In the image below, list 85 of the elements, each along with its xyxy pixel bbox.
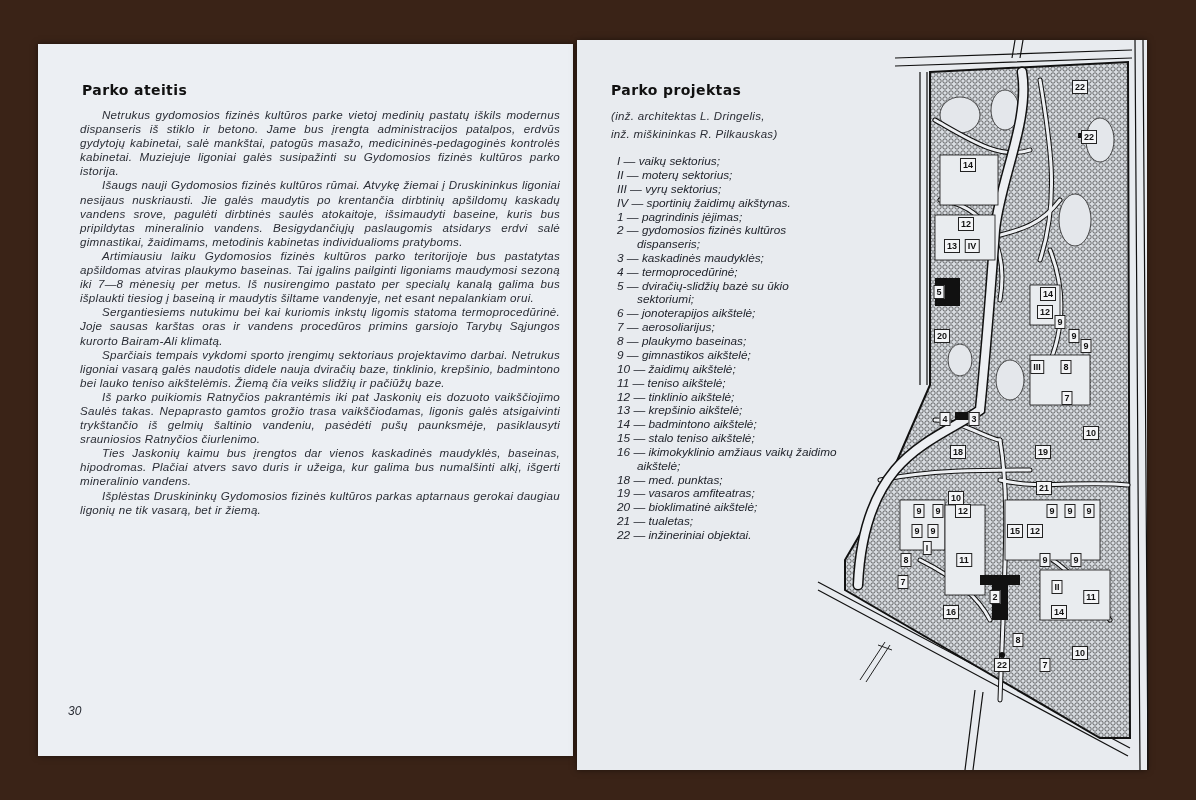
plot-number: 4	[939, 412, 951, 426]
legend-entry: IV — sportinių žaidimų aikštynas.	[617, 196, 792, 211]
plot-number: 12	[955, 504, 971, 518]
plot-number: 7	[1039, 658, 1051, 672]
plot-number: 7	[1061, 391, 1073, 405]
author-credit: inž. miškininkas R. Pilkauskas)	[611, 128, 778, 140]
plot-number: 2	[989, 590, 1001, 604]
body-paragraph: Išaugs nauji Gydomosios fizinės kultūros rūmai. Atvykę žiemai į Druskininkus ligoniai nesijaus nuskriausti. Jie galės maudytis po krentančia dirbtinių apšildomų kaskadų vandens srove, pagulėti dirbtinės saulės atokaitoje, išsimaudyti baseine, kuris bus pripildytas mineralinio vandens. Besigydančiųjų paslaugomis atsidarys erdvi salė gimnastikai, žaidimams, metodinis kabinetas individualioms pratyboms.	[80, 178, 560, 249]
plot-number: 5	[933, 285, 945, 299]
plot-number: II	[1051, 580, 1063, 594]
page-number: 30	[68, 704, 82, 718]
legend-entry: 9 — gimnastikos aikštelė;	[617, 348, 752, 363]
plot-number: 9	[911, 524, 923, 538]
plot-number: 10	[1072, 646, 1088, 660]
legend-entry: 11 — teniso aikštelė;	[617, 376, 727, 391]
plot-number: 8	[1012, 633, 1024, 647]
plot-number: 12	[958, 217, 974, 231]
body-paragraph: Artimiausiu laiku Gydomosios fizinės kultūros parko teritorijoje bus pastatytas apšildomas atviras plaukymo baseinas. Tai įgalins pailginti ligoniams maudymosi sezoną iki 7—8 mėnesių per metus. Iš nusirengimo pastato per specialų kanalą galima bus išplaukti tiesiog į baseiną ir maudytis šiltame vandenyje, net esant nepalankiam orui.	[80, 248, 560, 306]
plot-number: 9	[1039, 553, 1051, 567]
plot-number: 9	[1068, 329, 1080, 343]
legend-entry: 2 — gydomosios fizinės kultūros dispanseris;	[617, 224, 788, 252]
legend-entry: I — vaikų sektorius;	[617, 155, 721, 169]
body-paragraph: Iš parko puikiomis Ratnyčios pakrantėmis iki pat Jaskonių eis dozuoto vaikščiojimo Saulės takas. Nepaprasto gamtos grožio trasa vaikščiodamas, ligonis galės atsigaivinti trykštančio iš gelmių šaltinio vandeniu, pasėdėti pušų paunksmėje, pasiklausyti srauniosios Ratnyčios čiurlenimo.	[80, 389, 560, 447]
legend-entry: 8 — plaukymo baseinas;	[617, 335, 748, 349]
plot-number: 22	[994, 658, 1010, 672]
plot-number: 21	[1036, 481, 1052, 495]
plot-number: 9	[932, 504, 944, 518]
plot-number: 9	[1046, 504, 1058, 518]
plot-number: 22	[1081, 130, 1097, 144]
legend-entry: 1 — pagrindinis įėjimas;	[617, 210, 744, 225]
author-credit: (inž. architektas L. Dringelis,	[611, 110, 765, 122]
legend-entry: 21 — tualetas;	[617, 515, 695, 529]
legend-entry: II — moterų sektorius;	[617, 168, 734, 183]
legend-entry: 15 — stalo teniso aikštelė;	[617, 432, 756, 446]
body-paragraph: Ties Jaskonių kaimu bus įrengtos dar vienos kaskadinės maudyklės, baseinas, hipodromas. Plačiai atvers savo duris ir užeiga, kur galima bus numalšinti alkį, išgerti mineralinio vandens.	[80, 446, 560, 489]
plot-number: 10	[948, 491, 964, 505]
plot-number: 14	[1051, 605, 1067, 619]
plot-number: I	[922, 541, 932, 555]
legend-entry: 7 — aerosoliarijus;	[617, 321, 716, 335]
legend-entry: 22 — inžineriniai objektai.	[617, 529, 753, 543]
plot-number: 15	[1007, 524, 1023, 538]
legend-entry: 10 — žaidimų aikštelė;	[617, 362, 737, 377]
legend-entry: 5 — dviračių-slidžių bazė su ūkio sektoriumi;	[617, 279, 790, 307]
plot-number: 9	[1070, 553, 1082, 567]
plot-number: 9	[1083, 504, 1095, 518]
plot-number: 3	[968, 412, 980, 426]
plot-number: 22	[1072, 80, 1088, 94]
legend-entry: 6 — jonoterapijos aikštelė;	[617, 307, 757, 321]
plot-number: 18	[950, 445, 966, 459]
legend-entry: 18 — med. punktas;	[617, 473, 724, 488]
plot-number: 8	[1060, 360, 1072, 374]
legend-entry: 19 — vasaros amfiteatras;	[617, 487, 756, 502]
plot-number: IV	[964, 239, 980, 253]
legend-entry: 12 — tinklinio aikštelė;	[617, 390, 736, 405]
plot-number: 7	[897, 575, 909, 589]
legend-entry: 20 — bioklimatinė aikštelė;	[617, 501, 759, 515]
plot-number: 9	[913, 504, 925, 518]
legend-entry: 4 — termoprocedūrinė;	[617, 265, 739, 280]
plot-number: 11	[1083, 590, 1099, 604]
plot-number: 9	[927, 524, 939, 538]
plot-number: 9	[1054, 315, 1066, 329]
body-paragraph: Išplėstas Druskininkų Gydomosios fizinės kultūros parkas aptarnaus gerokai daugiau ligonių ne tik vasarą, bet ir žiemą.	[80, 488, 560, 517]
legend-entry: 14 — badmintono aikštelė;	[617, 418, 758, 432]
plot-number: 19	[1035, 445, 1051, 459]
legend-entry: 3 — kaskadinės maudyklės;	[617, 251, 765, 266]
body-paragraph: Sparčiais tempais vykdomi sporto įrengimų sektoriaus projektavimo darbai. Netrukus ligoniai vasarą galės naudotis didele nauja dviračių baze, tinklinio, krepšinio, badmintono bei lauko teniso aikštelėmis. Žiemą čia veiks slidžių ir pačiūžų baze.	[80, 347, 560, 390]
plot-number: 10	[1083, 426, 1099, 440]
section-heading: Parko ateitis	[82, 82, 188, 98]
plot-number: 14	[960, 158, 976, 172]
plot-number: 13	[944, 239, 960, 253]
plot-number: 12	[1027, 524, 1043, 538]
plot-number: 11	[956, 553, 972, 567]
legend-entry: 16 — ikimokyklinio amžiaus vaikų žaidimo aikštelė;	[617, 446, 838, 474]
plot-number: 8	[900, 553, 912, 567]
plot-number: 9	[1080, 339, 1092, 353]
plot-number: 16	[943, 605, 959, 619]
legend-entry: 13 — krepšinio aikštelė;	[617, 404, 744, 419]
plot-number: III	[1030, 360, 1044, 374]
plot-number: 12	[1037, 305, 1053, 319]
body-paragraph: Netrukus gydomosios fizinės kultūros parke vietoj medinių pastatų iškils modernus dispanseris iš stiklo ir betono. Jame bus įrengta administracijos patalpos, erdvūs gydytojų kabinetai, salė mankštai, patogūs masažo, medicininės-pedagoginės kontrolės kabinetai. Muziejuje ligoniai galės susipažinti su Gydomosios fizinės kultūros parko istorija.	[80, 108, 560, 179]
body-paragraph: Sergantiesiems nutukimu bei kai kuriomis inkstų ligomis statoma termoprocedūrinė. Joje sausas karštas oras ir vandens procedūros primins garsiojo Tarybų Sąjungos kurorto Bairam-Ali klimatą.	[80, 305, 560, 348]
legend-entry: III — vyrų sektorius;	[617, 182, 723, 197]
plot-number: 9	[1064, 504, 1076, 518]
section-heading: Parko projektas	[611, 82, 742, 98]
plot-number: 14	[1040, 287, 1056, 301]
